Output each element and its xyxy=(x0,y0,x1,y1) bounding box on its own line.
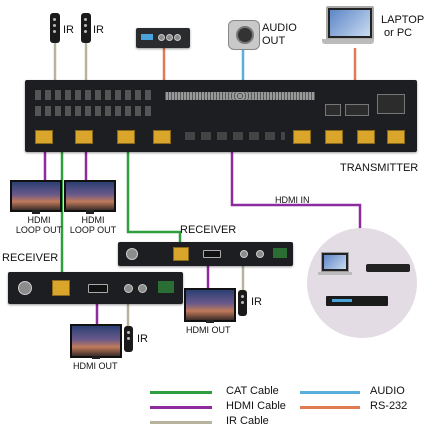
receiver-device-right xyxy=(118,242,293,266)
legend-label-rs232: RS-232 xyxy=(370,400,407,412)
hdmi-loop-out-label-b: HDMI LOOP OUT xyxy=(68,216,118,236)
receiver-device-left xyxy=(8,272,183,304)
hdmi-loop-out-a-line2: LOOP OUT xyxy=(14,226,64,236)
legend-line-hdmi xyxy=(150,406,212,409)
ir-remote-icon xyxy=(50,13,60,43)
ir-remote-icon xyxy=(238,290,247,316)
legend-line-ir xyxy=(150,421,212,424)
transmitter-label: TRANSMITTER xyxy=(340,162,418,174)
tv-icon xyxy=(184,288,236,324)
laptop-label-2: or PC xyxy=(384,27,412,39)
receiver-label-left: RECEIVER xyxy=(2,252,58,264)
ir-label-2: IR xyxy=(93,24,104,36)
streaming-box-icon xyxy=(366,264,410,274)
hdmi-out-label-bottom: HDMI OUT xyxy=(73,362,118,372)
cat-cable-right xyxy=(128,152,180,242)
audio-out-label-1: AUDIO xyxy=(262,22,297,34)
audio-out-label-2: OUT xyxy=(262,35,285,47)
tv-icon xyxy=(10,180,62,216)
ir-remote-icon xyxy=(124,326,133,352)
legend-label-hdmi: HDMI Cable xyxy=(226,400,286,412)
speaker-icon xyxy=(228,20,258,48)
receiver-label-right: RECEIVER xyxy=(180,224,236,236)
laptop-label-1: LAPTOP xyxy=(381,14,424,26)
ir-remote-icon xyxy=(81,13,91,43)
legend-label-ir: IR Cable xyxy=(226,415,269,427)
legend-label-cat: CAT Cable xyxy=(226,385,279,397)
ir-label-mid: IR xyxy=(251,296,262,308)
bluray-player-icon xyxy=(326,296,388,308)
hdmi-loop-out-b-line2: LOOP OUT xyxy=(68,226,118,236)
laptop-icon xyxy=(322,6,374,48)
ir-label-1: IR xyxy=(63,24,74,36)
legend-line-rs232 xyxy=(300,406,360,409)
hdmi-loop-out-label-a: HDMI LOOP OUT xyxy=(14,216,64,236)
laptop-icon xyxy=(318,252,352,278)
source-circle xyxy=(307,228,417,338)
ir-label-bottom: IR xyxy=(137,333,148,345)
hdmi-in-label: HDMI IN xyxy=(275,196,310,206)
legend-label-audio: AUDIO xyxy=(370,385,405,397)
hdmi-out-label-mid: HDMI OUT xyxy=(186,326,231,336)
tv-icon xyxy=(64,180,116,216)
transmitter-device xyxy=(25,80,417,152)
legend-line-cat xyxy=(150,391,212,394)
amplifier-icon xyxy=(136,28,190,48)
tv-icon xyxy=(70,324,122,360)
legend-line-audio xyxy=(300,391,360,394)
